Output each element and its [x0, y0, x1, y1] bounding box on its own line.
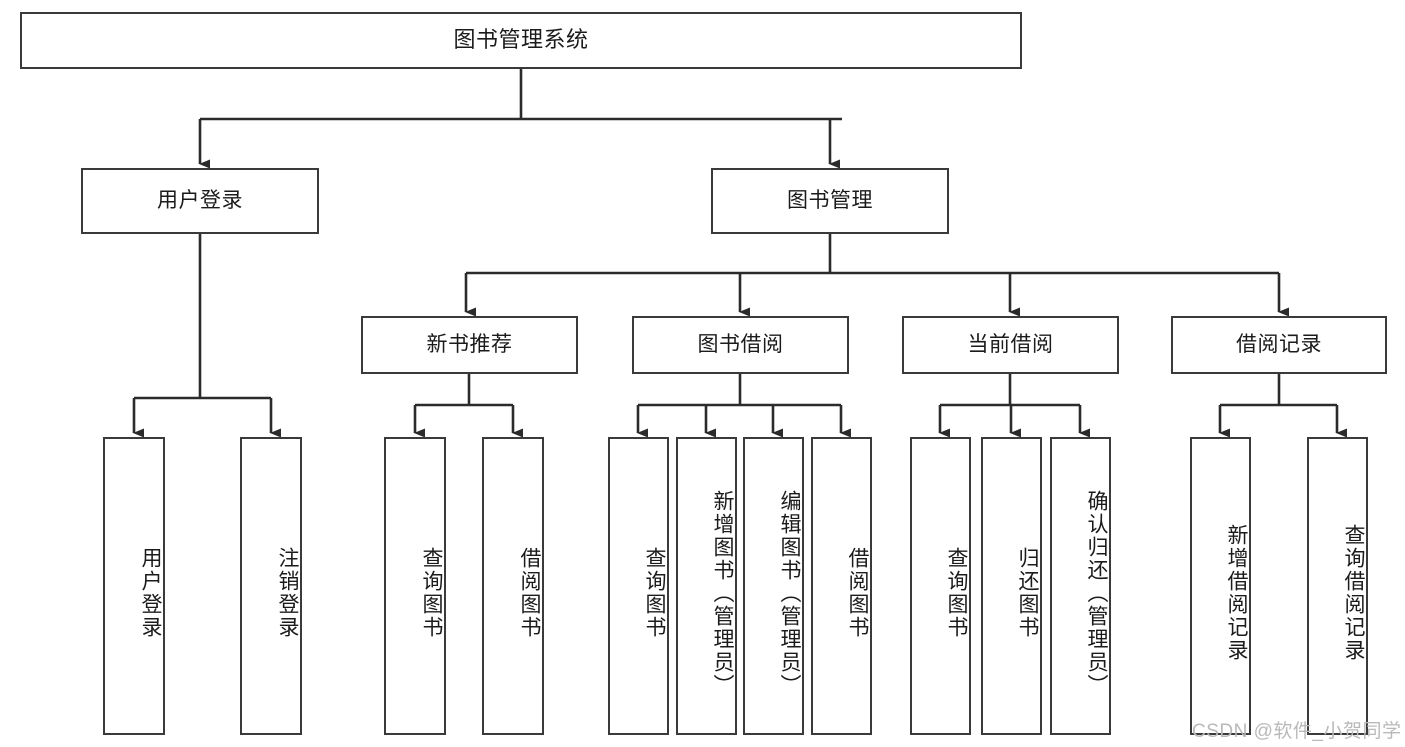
node-leaf-user-login[interactable]: 用户登录: [103, 437, 165, 735]
node-leaf-return-book[interactable]: 归还图书: [981, 437, 1042, 735]
node-level3-new-book-recommend[interactable]: 新书推荐: [361, 316, 578, 374]
node-leaf-query-book-borrow[interactable]: 查询图书: [608, 437, 669, 735]
node-level3-book-borrow[interactable]: 图书借阅: [632, 316, 849, 374]
node-leaf-add-borrow-record[interactable]: 新增借阅记录: [1190, 437, 1251, 735]
node-leaf-logout[interactable]: 注销登录: [240, 437, 302, 735]
watermark-text: CSDN @软件_小贺同学: [1192, 721, 1402, 742]
node-level3-current-borrow[interactable]: 当前借阅: [902, 316, 1119, 374]
node-root[interactable]: 图书管理系统: [20, 12, 1022, 69]
node-level2-user-login[interactable]: 用户登录: [81, 168, 319, 234]
node-level3-borrow-records[interactable]: 借阅记录: [1171, 316, 1387, 374]
node-leaf-borrow-book-recommend[interactable]: 借阅图书: [482, 437, 544, 735]
node-leaf-query-borrow-record[interactable]: 查询借阅记录: [1307, 437, 1368, 735]
node-leaf-edit-book-admin[interactable]: 编辑图书（管理员）: [743, 437, 804, 735]
node-leaf-query-book-current[interactable]: 查询图书: [910, 437, 971, 735]
node-leaf-query-book-recommend[interactable]: 查询图书: [384, 437, 446, 735]
node-level2-book-management[interactable]: 图书管理: [711, 168, 949, 234]
node-leaf-confirm-return-admin[interactable]: 确认归还（管理员）: [1050, 437, 1111, 735]
node-leaf-borrow-book[interactable]: 借阅图书: [811, 437, 872, 735]
node-leaf-add-book-admin[interactable]: 新增图书（管理员）: [676, 437, 737, 735]
